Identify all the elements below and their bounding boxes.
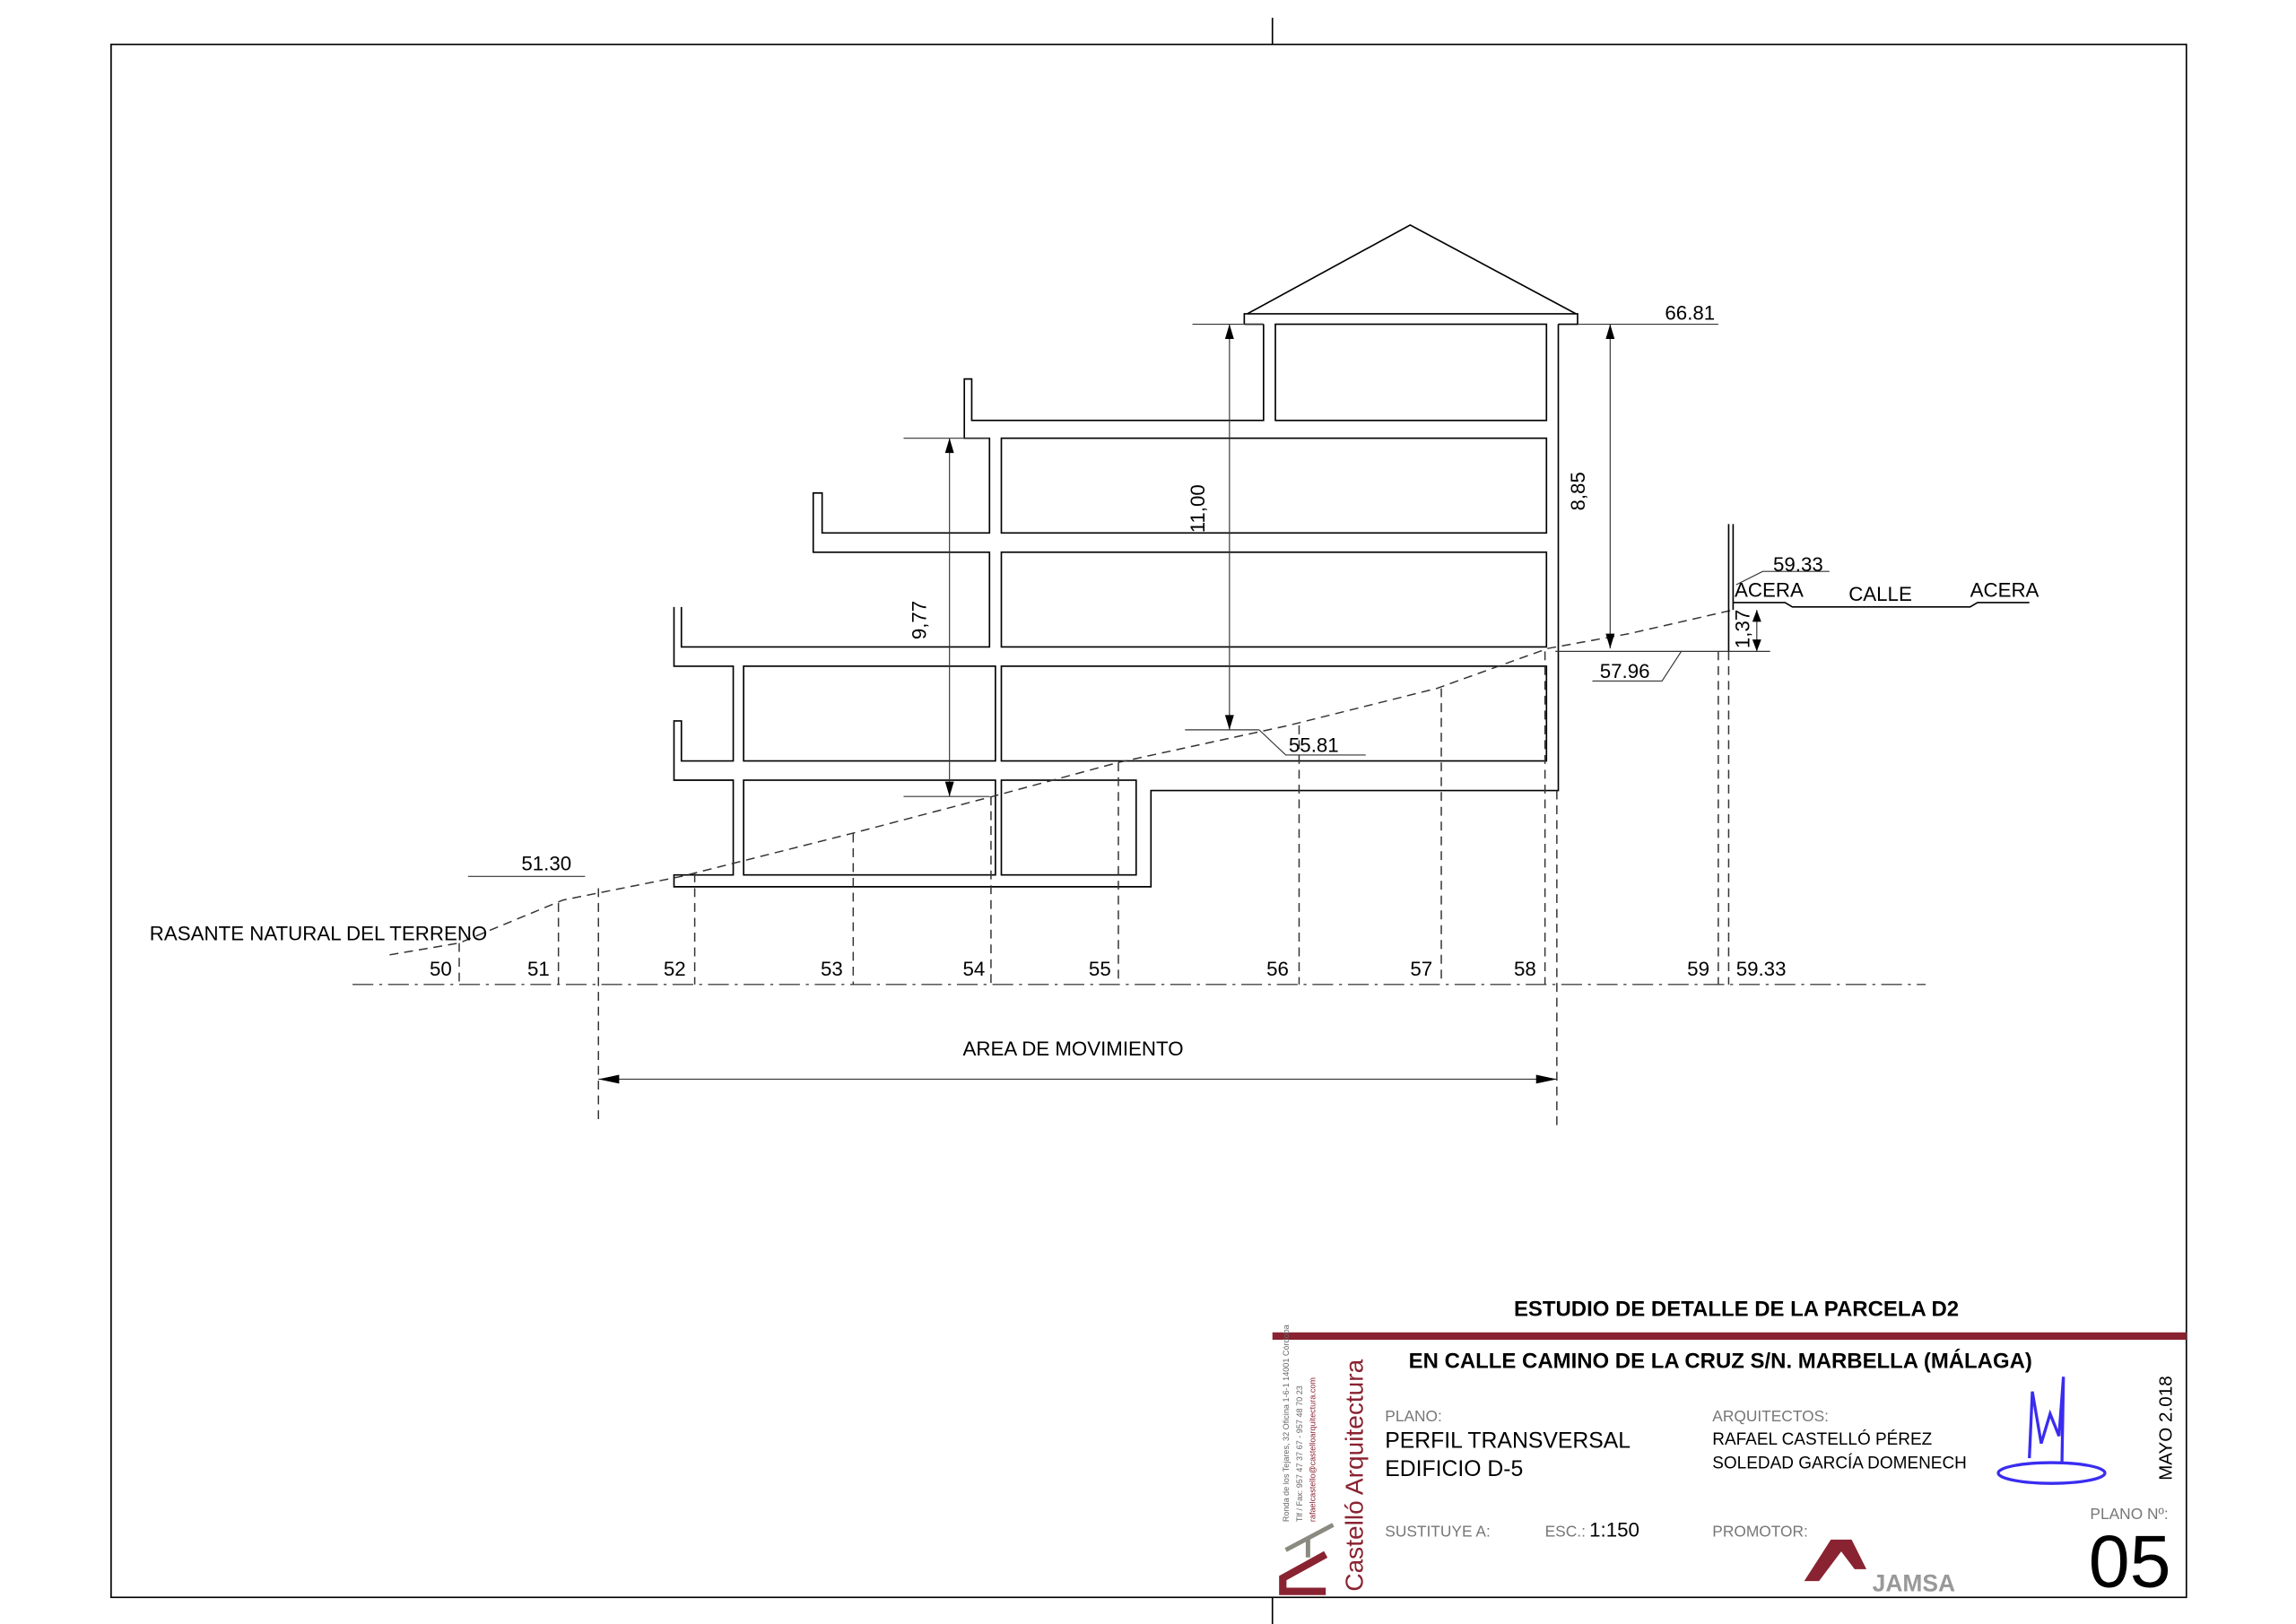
- signature: [1996, 1376, 2107, 1485]
- room: [1000, 665, 1548, 762]
- arquitecto-2: SOLEDAD GARCÍA DOMENECH: [1712, 1455, 1967, 1473]
- level-66-81: 66.81: [1665, 302, 1715, 325]
- station-label: 54: [963, 958, 986, 980]
- acera-right-label: ACERA: [1970, 578, 2039, 601]
- room: [743, 779, 996, 876]
- escala-label: ESC.:: [1545, 1523, 1586, 1541]
- dimension-1-37: 1,37: [1732, 610, 1761, 652]
- plano-line1: PERFIL TRANSVERSAL: [1385, 1429, 1631, 1454]
- plano-line2: EDIFICIO D-5: [1385, 1457, 1523, 1481]
- dim-9-77-label: 9,77: [908, 601, 930, 639]
- project-title: ESTUDIO DE DETALLE DE LA PARCELA D2: [1514, 1298, 1959, 1322]
- sustituye-label: SUSTITUYE A:: [1385, 1523, 1491, 1541]
- roof-slab: [1243, 313, 1578, 326]
- title-divider: [1272, 1332, 2187, 1341]
- street-profile: [1733, 602, 2030, 608]
- project-subtitle: EN CALLE CAMINO DE LA CRUZ S/N. MARBELLA…: [1409, 1348, 2032, 1373]
- room: [1000, 779, 1137, 876]
- area-dimension: [598, 1074, 1557, 1084]
- station-label: 57: [1410, 958, 1432, 980]
- dimension-8-85: 8,85: [1567, 324, 1615, 649]
- firm-name: Castelló Arquitectura: [1340, 1359, 1368, 1591]
- firm-address: Ronda de los Tejares, 32 Oficina 1-6-1 1…: [1282, 1324, 1291, 1522]
- promotor-logo: JAMSA: [1804, 1539, 1955, 1597]
- station-label: 58: [1514, 958, 1536, 980]
- dimension-11-00: 11,00: [1185, 323, 1264, 731]
- level-leader-street: [1735, 570, 1830, 586]
- building-outline-terraces: [680, 324, 1265, 648]
- level-55-81: 55.81: [1289, 734, 1339, 757]
- station-lines: [458, 651, 1730, 1125]
- plano-label: PLANO:: [1385, 1407, 1442, 1425]
- roof-triangle: [1247, 223, 1577, 315]
- area-label: AREA DE MOVIMIENTO: [963, 1038, 1184, 1060]
- level-59-33: 59.33: [1773, 553, 1823, 576]
- room: [1000, 551, 1548, 648]
- arquitectos-label: ARQUITECTOS:: [1712, 1407, 1829, 1425]
- escala-value: 1:150: [1589, 1519, 1639, 1541]
- dim-8-85-label: 8,85: [1567, 472, 1589, 510]
- sheet-border: [110, 43, 2187, 1599]
- station-label: 56: [1266, 958, 1289, 980]
- station-label: 59: [1687, 958, 1709, 980]
- arquitecto-1: RAFAEL CASTELLÓ PÉREZ: [1712, 1429, 1932, 1449]
- firm-phone: Tlf / Fax: 957 47 37 67 - 957 48 70 23: [1295, 1385, 1304, 1522]
- calle-label: CALLE: [1848, 583, 1912, 605]
- level-57-96: 57.96: [1600, 660, 1650, 682]
- title-block: ESTUDIO DE DETALLE DE LA PARCELA D2 EN C…: [1272, 1298, 2187, 1603]
- natural-terrain-line: [389, 609, 1734, 956]
- street-wall: [1727, 524, 1735, 652]
- promotor-logo-text: JAMSA: [1873, 1570, 1955, 1597]
- firm-logo: Castelló Arquitectura Ronda de los Tejar…: [1279, 1324, 1368, 1595]
- room: [1274, 323, 1548, 421]
- room: [743, 665, 996, 762]
- level-leader-ground: [1555, 650, 1770, 682]
- level-leader-mid: [1258, 729, 1366, 756]
- station-label: 51: [527, 958, 550, 980]
- acera-left-label: ACERA: [1735, 578, 1804, 601]
- dim-1-37-label: 1,37: [1732, 610, 1754, 648]
- station-label: 55: [1089, 958, 1111, 980]
- date: MAYO 2.018: [2155, 1376, 2176, 1481]
- building-section: [673, 223, 1578, 888]
- terrain-label: RASANTE NATURAL DEL TERRENO: [150, 922, 487, 944]
- building-outline-outer: [673, 324, 1560, 888]
- level-51-30: 51.30: [521, 853, 571, 875]
- dimension-9-77: 9,77: [903, 438, 990, 797]
- station-label: 53: [821, 958, 843, 980]
- station-label: 59.33: [1736, 958, 1787, 980]
- station-label: 52: [664, 958, 686, 980]
- room: [1000, 437, 1548, 534]
- plano-no-label: PLANO Nº:: [2090, 1505, 2168, 1523]
- promotor-label: PROMOTOR:: [1712, 1523, 1808, 1541]
- dim-11-00-label: 11,00: [1187, 484, 1209, 533]
- firm-email: rafaelcastello@castelloarquitectura.com: [1309, 1377, 1318, 1522]
- plano-number: 05: [2089, 1521, 2171, 1603]
- station-label: 50: [430, 958, 452, 980]
